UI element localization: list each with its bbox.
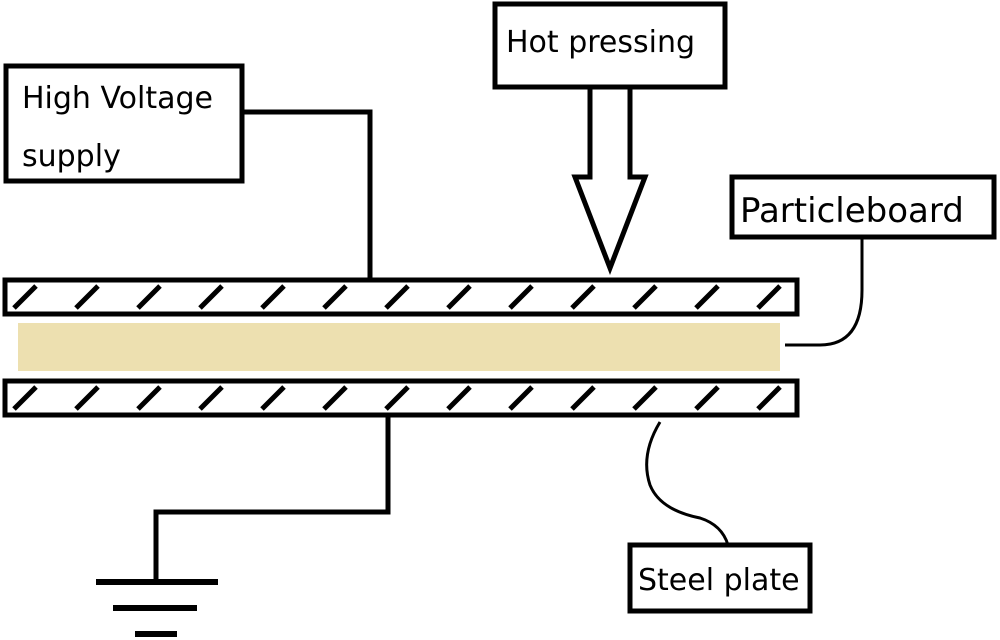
hatch-mark [12,284,38,310]
high-voltage-label-line2: supply [22,139,121,174]
particleboard-layer [18,323,780,371]
hatch-mark [694,284,720,310]
steel-plate-leader-line [645,421,730,546]
hot-pressing-label: Hot pressing [506,25,695,60]
hatch-mark [632,385,658,411]
hatch-mark [322,284,348,310]
high-voltage-supply-box: High Voltage supply [3,63,245,184]
high-voltage-label-line1: High Voltage [22,81,213,116]
top-plate-hatching [12,284,782,310]
hatch-mark [632,284,658,310]
steel-plate-box-frame [627,542,813,614]
hatch-mark [446,284,472,310]
hatch-mark [508,284,534,310]
hatch-mark [74,284,100,310]
hatch-mark [322,385,348,411]
high-voltage-wire [242,109,373,280]
hatch-mark [136,284,162,310]
hatch-mark [12,385,38,411]
steel-plate-label: Steel plate [638,563,800,598]
hatch-mark [446,385,472,411]
hot-pressing-box: Hot pressing [492,1,728,90]
top-plate-frame [2,277,800,317]
hatch-mark [756,385,782,411]
ground-symbol-icon [96,579,218,637]
hatch-mark [260,284,286,310]
hatch-mark [384,284,410,310]
hatch-mark [198,385,224,411]
particleboard-leader-line [785,237,864,347]
ground-wire [153,415,391,582]
hatch-mark [74,385,100,411]
bottom-plate-hatching [12,385,782,411]
hatch-mark [756,284,782,310]
hatch-mark [570,284,596,310]
bottom-plate-frame [2,378,800,418]
down-arrow-icon [571,84,649,275]
hatch-mark [508,385,534,411]
hatch-mark [694,385,720,411]
high-voltage-box-frame [3,63,245,184]
hatch-mark [570,385,596,411]
particleboard-label: Particleboard [740,191,964,231]
hatch-mark [384,385,410,411]
hatch-mark [260,385,286,411]
hatch-mark [136,385,162,411]
top-steel-plate [2,277,800,317]
bottom-steel-plate [2,378,800,418]
hatch-mark [198,284,224,310]
particleboard-box: Particleboard [729,174,997,240]
steel-plate-box: Steel plate [627,542,813,614]
